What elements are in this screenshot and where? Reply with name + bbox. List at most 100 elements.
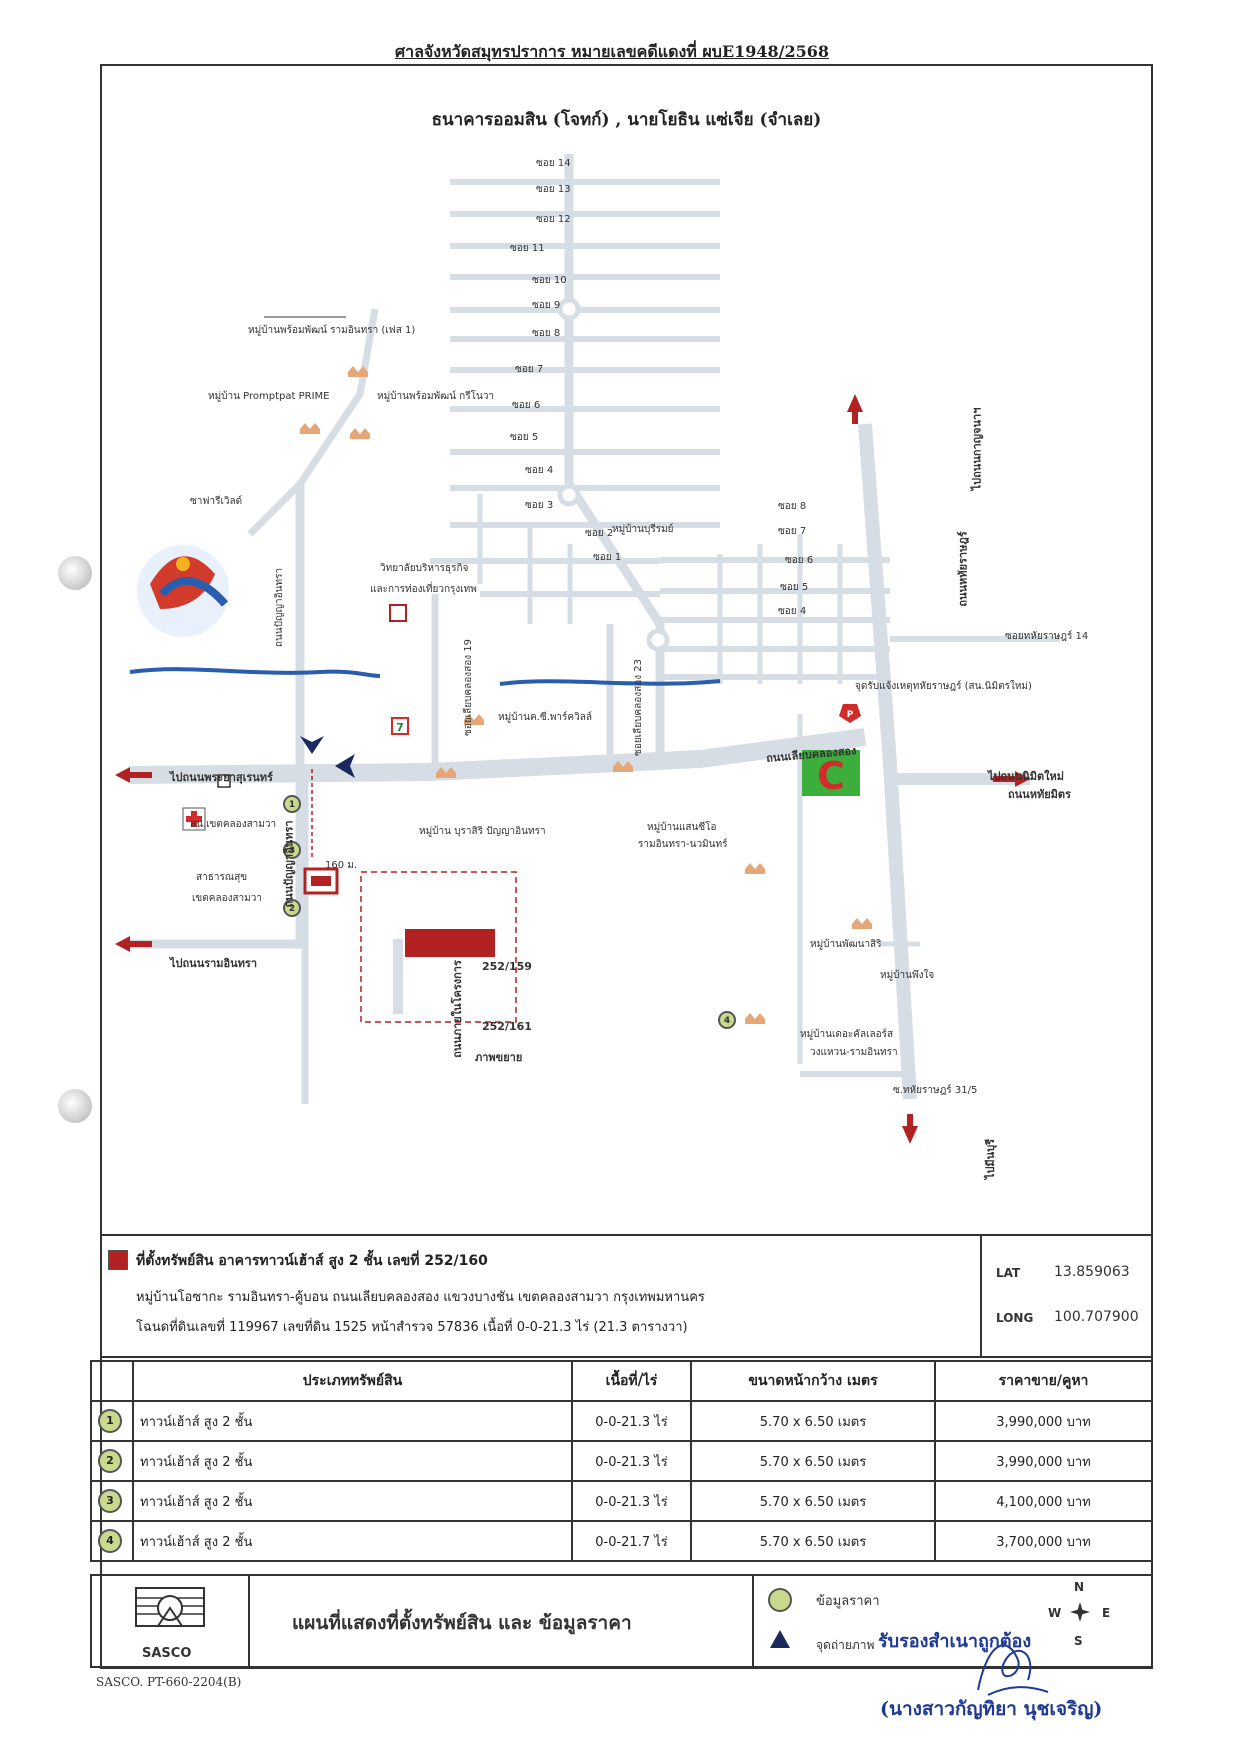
row-type: ทาวน์เฮ้าส์ สูง 2 ชั้น: [132, 1400, 573, 1442]
legend-photo-icon: [770, 1630, 790, 1648]
road-label: ไปถนนกาญจนาฯ: [970, 407, 984, 491]
soi-label: ซอย 3: [525, 500, 554, 511]
long-value: 100.707900: [1054, 1309, 1139, 1325]
soi-right-label: ซอย 7: [778, 526, 807, 537]
soi-right-label: ซอย 8: [778, 501, 807, 512]
road-label: ไปถนนรามอินทรา: [170, 957, 258, 970]
property-marker-fill: [311, 876, 331, 886]
legend-price-label: ข้อมูลราคา: [816, 1594, 880, 1609]
village-label: หมู่บ้านบุรีรมย์: [612, 524, 674, 535]
header-size: ขนาดหน้ากว้าง เมตร: [690, 1360, 936, 1402]
soi-label: ซอย 6: [512, 400, 541, 411]
health-icon: [182, 807, 206, 831]
row-price: 3,990,000 บาท: [934, 1440, 1153, 1482]
soi-label: ซอย 9: [532, 300, 561, 311]
certified-stamp: รับรองสำเนาถูกต้อง: [878, 1631, 1032, 1652]
compass-rose-icon: [1070, 1602, 1090, 1622]
price-table-header: ประเภททรัพย์สิน เนื้อที่/ไร่ ขนาดหน้ากว้…: [90, 1360, 1153, 1402]
road-label: ซอยเลียบคลองสอง 23: [633, 658, 645, 757]
place-label: ซาฟารีเวิลด์: [190, 496, 243, 507]
hathai-road: [858, 423, 917, 1100]
price-marker-2: [283, 899, 301, 917]
price-marker-1: [283, 795, 301, 813]
village-label: รามอินทรา-นวมินทร์: [638, 839, 728, 850]
row-number: 4: [90, 1520, 134, 1562]
document-frame: [100, 64, 1153, 1669]
place-label: และการท่องเที่ยวกรุงเทพ: [370, 584, 477, 595]
soi-verticals: [477, 494, 573, 624]
row-size: 5.70 x 6.50 เมตร: [690, 1400, 936, 1442]
panya-intra-road: [130, 484, 305, 949]
college-icon: [389, 604, 407, 622]
table-row: 1 ทาวน์เฮ้าส์ สูง 2 ชั้น 0-0-21.3 ไร่ 5.…: [90, 1400, 1153, 1442]
east-side-roads: [797, 714, 920, 1064]
row-price: 3,990,000 บาท: [934, 1400, 1153, 1442]
case-title: ธนาคารออมสิน (โจทก์) , นายโยธิน แซ่เจีย …: [431, 110, 822, 130]
soi-label: ซอย 11: [510, 243, 545, 254]
logo-text: SASCO: [142, 1646, 192, 1661]
soi-right-verticals: [717, 534, 843, 684]
soi-right-label: ซอย 6: [785, 555, 814, 566]
row-number: 1: [90, 1400, 134, 1442]
soi-label: ซอย 7: [515, 364, 544, 375]
soi-label: ซอย 12: [536, 214, 571, 225]
row-price: 4,100,000 บาท: [934, 1480, 1153, 1522]
road-label: ถนนปัญญาอินทรา: [282, 820, 296, 908]
road-label: ถนนหทัยราษฎร์: [956, 531, 970, 607]
row-size: 5.70 x 6.50 เมตร: [690, 1440, 936, 1482]
village-label: หมู่บ้าน บุราสิริ ปัญญาอินทรา: [419, 826, 546, 837]
place-label: วิทยาลัยบริหารธุรกิจ: [380, 563, 469, 574]
soi-label: ซอย 2: [585, 528, 614, 539]
road-label: ถนนภายในโครงการ: [450, 960, 464, 1058]
place-label: ซ.ทหัยราษฎร์ 31/5: [893, 1085, 978, 1096]
price-marker-3: [283, 841, 301, 859]
soi-label: ซอย 4: [525, 465, 554, 476]
row-area: 0-0-21.3 ไร่: [571, 1400, 692, 1442]
place-label: เขตคลองสามวา: [192, 893, 262, 904]
road-label: ซอยเลียบคลองสอง 19: [463, 638, 475, 737]
row-size: 5.70 x 6.50 เมตร: [690, 1520, 936, 1562]
property-deed: โฉนดที่ดินเลขที่ 119967 เลขที่ดิน 1525 ห…: [136, 1320, 688, 1335]
soi-label: ซอย 8: [532, 328, 561, 339]
property-info: ที่ตั้งทรัพย์สิน อาคารทาวน์เฮ้าส์ สูง 2 …: [100, 1234, 1153, 1358]
property-address: หมู่บ้านโอซากะ รามอินทรา-คู้บอน ถนนเลียบ…: [136, 1290, 705, 1305]
header-area: เนื้อที่/ไร่: [571, 1360, 692, 1402]
row-price: 3,700,000 บาท: [934, 1520, 1153, 1562]
header-type: ประเภททรัพย์สิน: [132, 1360, 573, 1402]
road-label: ไปถนนพระยาสุเรนทร์: [170, 771, 273, 784]
road-label: ไปถนนนิมิตใหม่: [988, 770, 1065, 783]
parking-icon: [839, 704, 861, 723]
compass-e: E: [1102, 1606, 1111, 1620]
soi-label: ซอย 1: [593, 552, 622, 563]
seven-eleven-icon: [391, 717, 409, 735]
village-icons: [300, 366, 872, 1024]
prompt-road: [247, 308, 379, 537]
price-marker-2-label: 2: [289, 904, 295, 914]
map-title: แผนที่แสดงที่ตั้งทรัพย์สิน และ ข้อมูลราค…: [292, 1612, 632, 1634]
place-label: จุดรับแจ้งเหตุทหัยราษฎร์ (สน.นิมิตรใหม่): [855, 681, 1032, 692]
compass-s: S: [1074, 1634, 1083, 1648]
row-area: 0-0-21.7 ไร่: [571, 1520, 692, 1562]
coordinates-panel: LAT 13.859063 LONG 100.707900: [980, 1236, 1155, 1356]
village-label: หมู่บ้านพร้อมพัฒน์ กรีโนวา: [377, 391, 495, 402]
svg-text:P: P: [847, 710, 854, 720]
soi-right-label: ซอย 4: [778, 606, 807, 617]
roundabout-soi-11: [557, 297, 581, 321]
svg-text:C: C: [817, 754, 845, 798]
legend-price-icon: [768, 1588, 792, 1612]
signature-scribble: [977, 1644, 1049, 1696]
village-label: หมู่บ้านพึงใจ: [880, 970, 935, 981]
binder-hole-bottom: [58, 1089, 92, 1123]
soi-label: ซอย 10: [532, 275, 567, 286]
soi-label: ซอย 13: [536, 184, 571, 195]
row-number: 2: [90, 1440, 134, 1482]
lat-value: 13.859063: [1054, 1264, 1130, 1280]
safari-world-logo: [137, 545, 229, 637]
compass-w: W: [1048, 1606, 1062, 1620]
legend-cell: ข้อมูลราคา จุดถ่ายภาพ รับรองสำเนาถูกต้อง…: [752, 1576, 1154, 1666]
row-type: ทาวน์เฮ้าส์ สูง 2 ชั้น: [132, 1520, 573, 1562]
property-title: ที่ตั้งทรัพย์สิน อาคารทาวน์เฮ้าส์ สูง 2 …: [136, 1253, 488, 1269]
soi-right-label: ซอย 5: [780, 582, 809, 593]
header-price: ราคาขาย/คูหา: [934, 1360, 1153, 1402]
arrow-north-hathai: [847, 394, 863, 424]
